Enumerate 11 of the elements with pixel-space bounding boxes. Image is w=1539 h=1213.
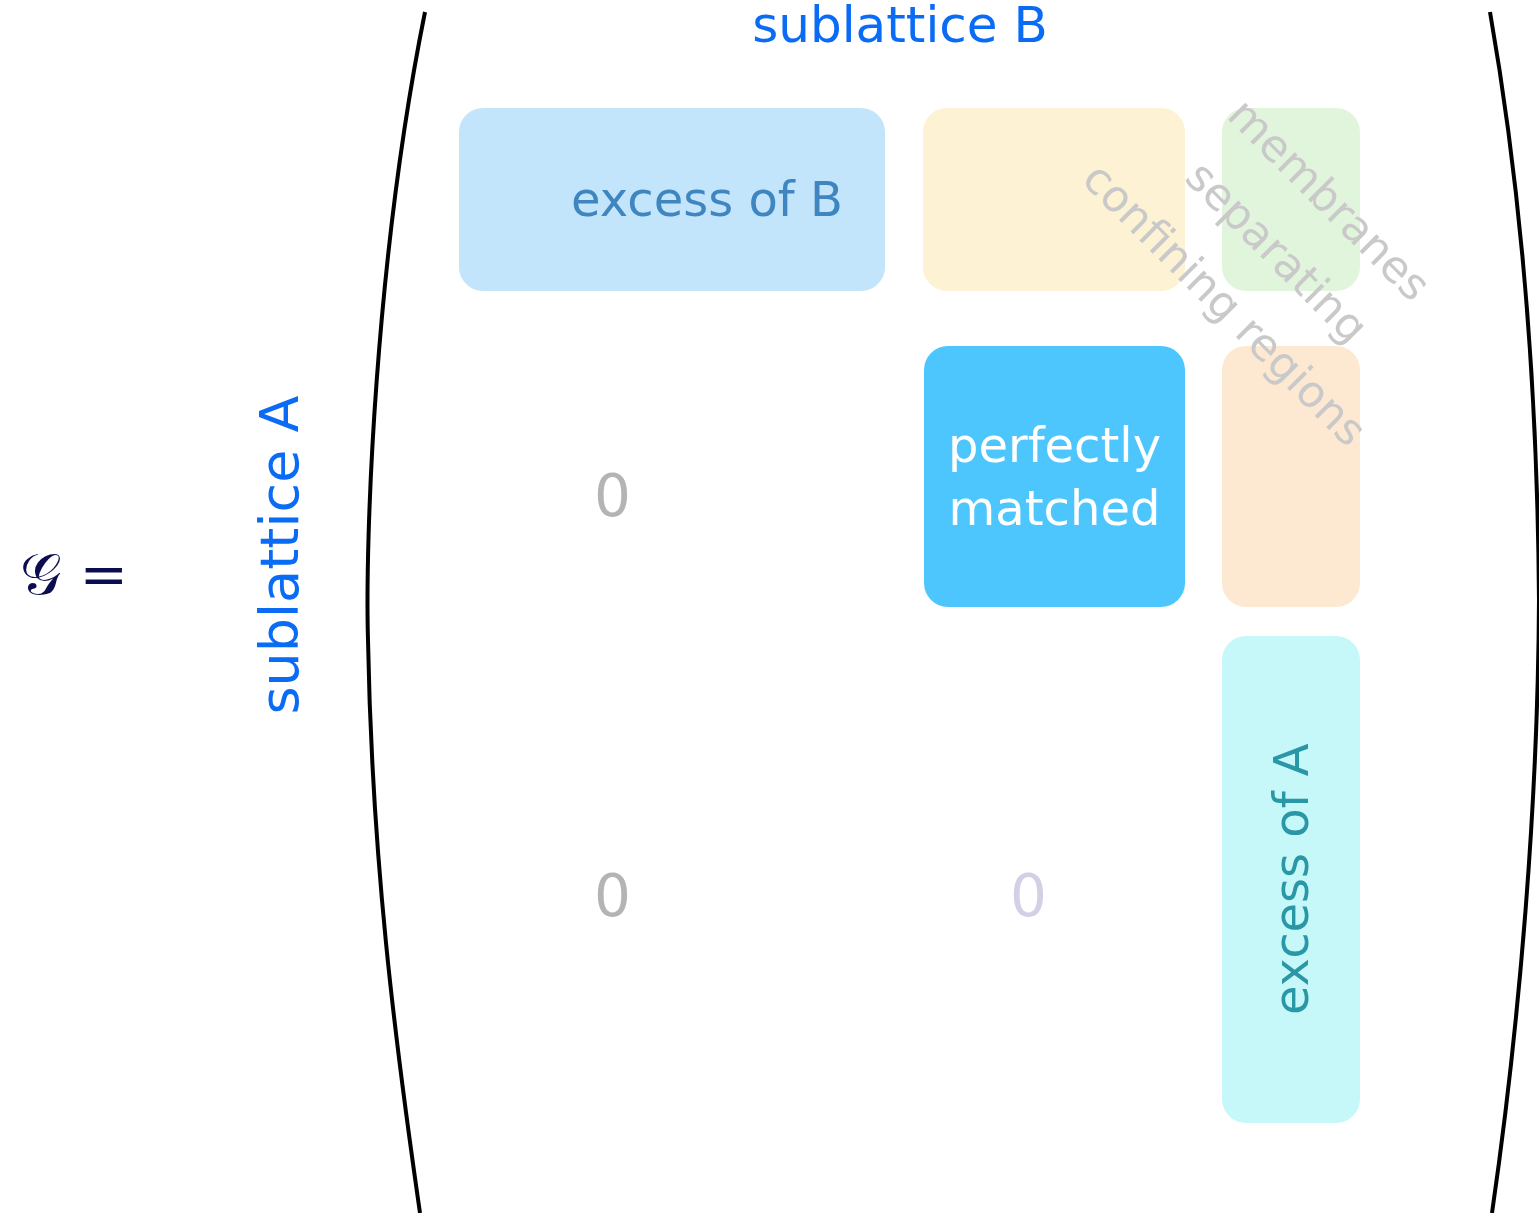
block-label: perfectly matched bbox=[946, 416, 1163, 538]
matrix-block bbox=[924, 346, 1185, 607]
matrix-block bbox=[1222, 636, 1360, 1123]
zero-entry: 0 bbox=[594, 862, 631, 930]
axis-title: sublattice B bbox=[751, 0, 1049, 54]
matrix-symbol: 𝒢 = bbox=[20, 540, 129, 609]
axis-title: sublattice A bbox=[247, 394, 312, 717]
block-label: excess of A bbox=[1261, 743, 1320, 1016]
matrix-block bbox=[459, 108, 885, 291]
zero-entry: 0 bbox=[594, 462, 631, 530]
block-label: excess of B bbox=[571, 170, 843, 230]
